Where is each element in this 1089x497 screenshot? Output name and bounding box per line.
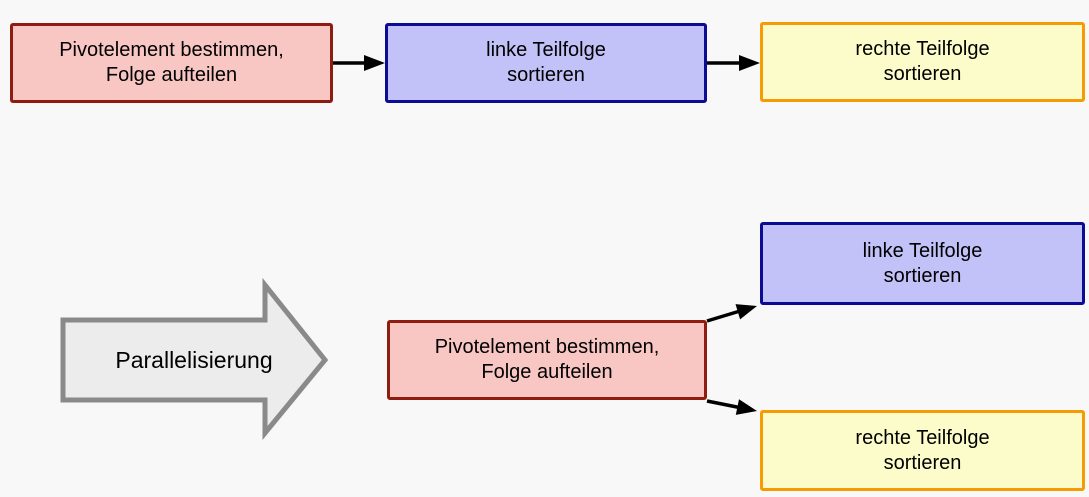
- seq-pivot-box: Pivotelement bestimmen, Folge aufteilen: [10, 23, 333, 103]
- seq-pivot-label-line1: Pivotelement bestimmen,: [59, 39, 284, 61]
- par-left-label-line2: sortieren: [883, 264, 962, 287]
- seq-right-label-line2: sortieren: [883, 63, 962, 85]
- par-right-label-line1: rechte Teilfolge: [855, 426, 990, 449]
- arrow-par-pivot-to-right: [706, 399, 757, 415]
- arrow-seq-pivot-to-left: [333, 55, 385, 71]
- seq-pivot-label-line2: Folge aufteilen: [105, 64, 238, 86]
- seq-left-label-line2: sortieren: [507, 64, 585, 86]
- seq-left-subsequence-box: linke Teilfolge sortieren: [385, 23, 707, 103]
- seq-right-label-line1: rechte Teilfolge: [855, 38, 990, 60]
- parallelization-arrow-label: Parallelisierung: [115, 346, 273, 373]
- par-pivot-label-line2: Folge aufteilen: [481, 361, 613, 383]
- parallelization-big-arrow: [60, 277, 329, 440]
- par-right-label-line2: sortieren: [883, 451, 962, 474]
- par-right-subsequence-box: rechte Teilfolge sortieren: [760, 410, 1085, 491]
- par-left-label-line1: linke Teilfolge: [862, 239, 983, 262]
- seq-right-subsequence-box: rechte Teilfolge sortieren: [760, 22, 1085, 102]
- par-pivot-box: Pivotelement bestimmen, Folge aufteilen: [387, 320, 707, 400]
- arrow-seq-left-to-right: [707, 55, 760, 71]
- par-left-subsequence-box: linke Teilfolge sortieren: [760, 222, 1085, 305]
- par-pivot-label-line1: Pivotelement bestimmen,: [434, 336, 660, 358]
- arrow-par-pivot-to-left: [706, 304, 757, 323]
- seq-left-label-line1: linke Teilfolge: [486, 39, 606, 61]
